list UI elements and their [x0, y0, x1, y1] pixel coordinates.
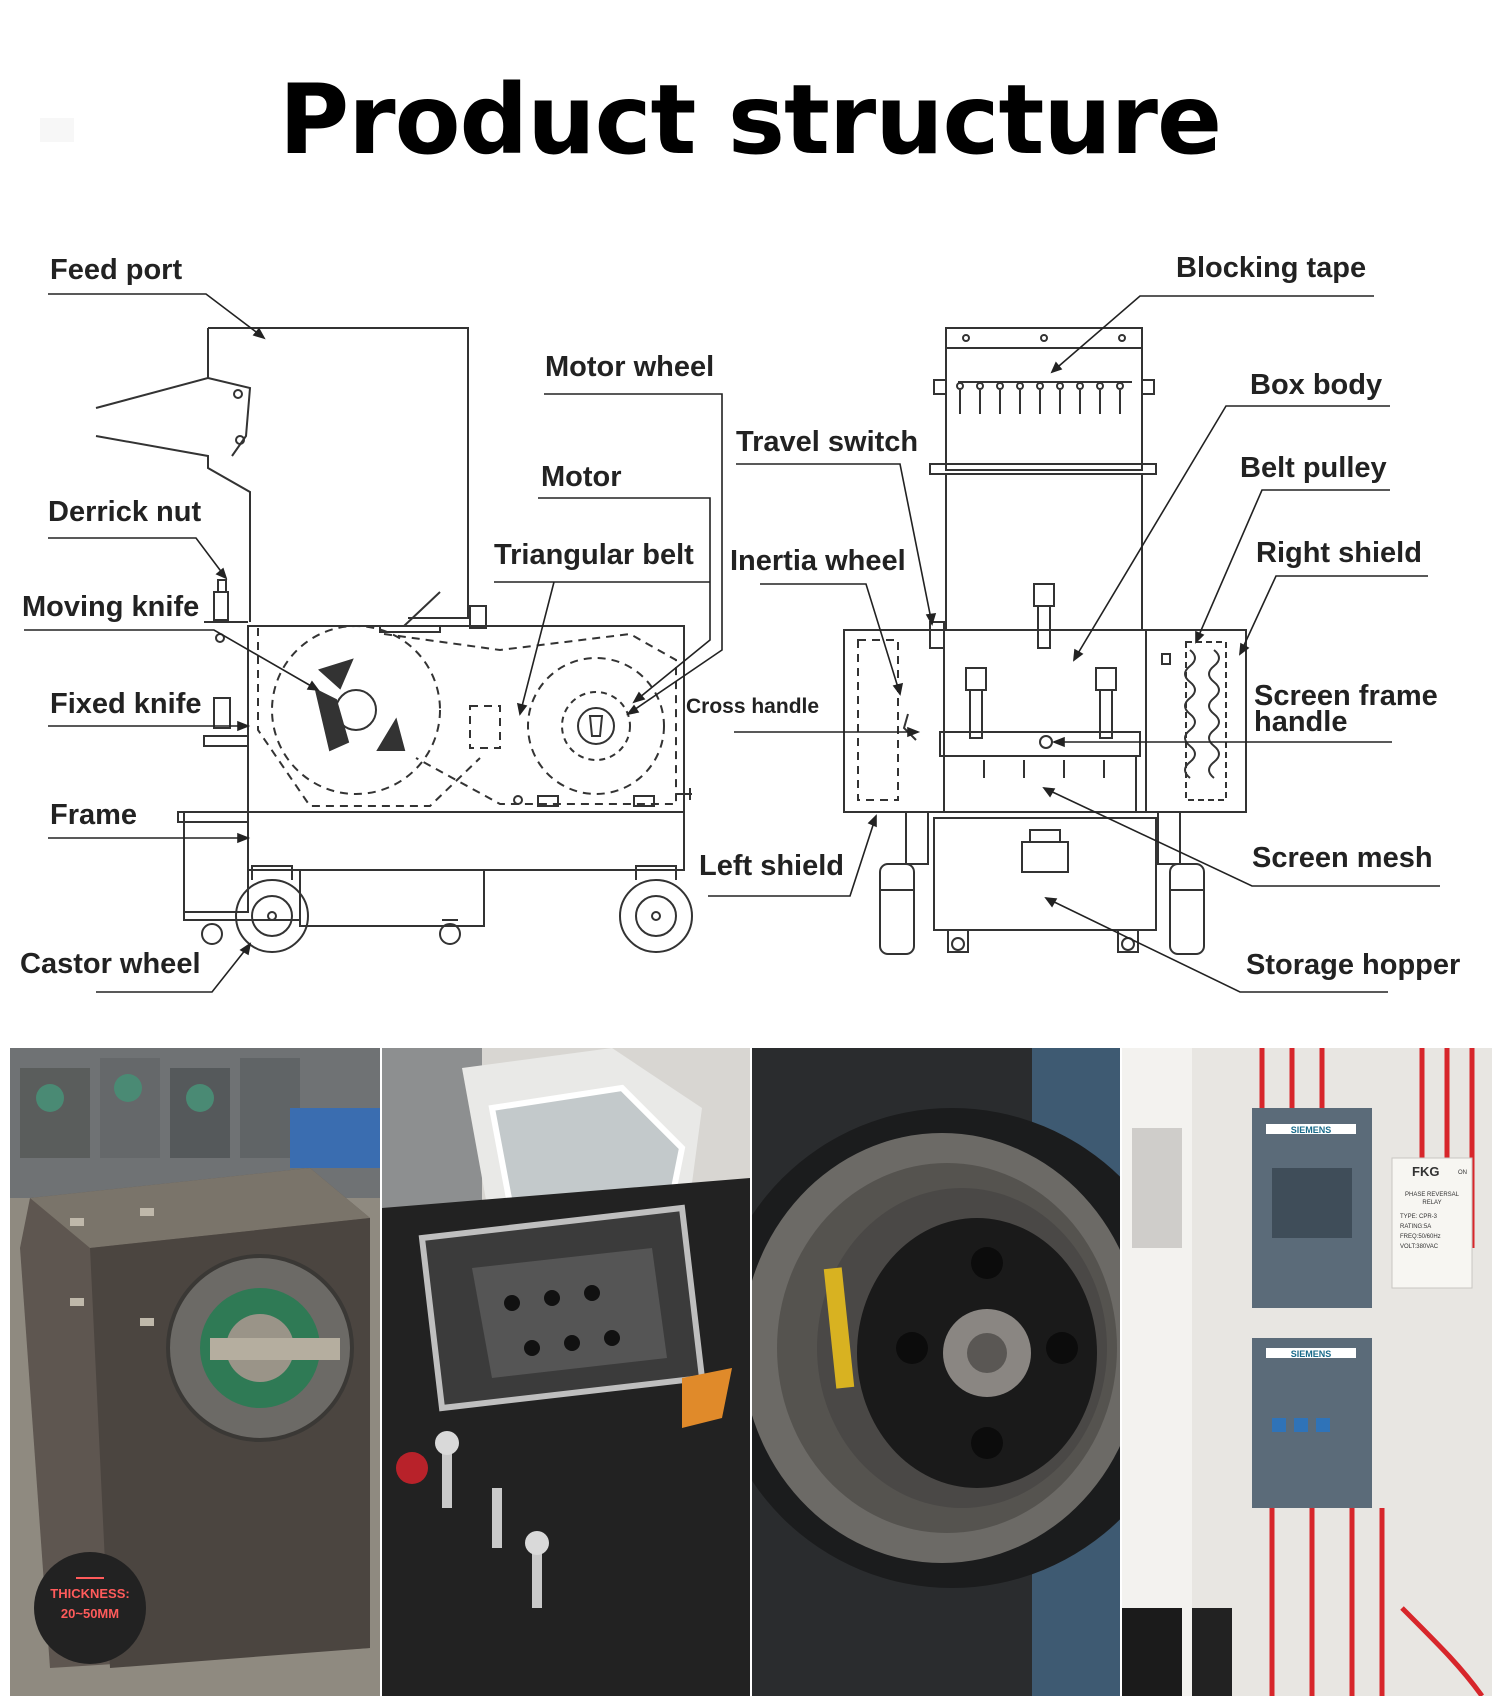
siemens-brand-1: SIEMENS	[1291, 1125, 1332, 1135]
photo-steel-box: THICKNESS: 20~50MM	[10, 1048, 380, 1696]
label-screen-frame-handle-line1: Screen frame	[1254, 680, 1438, 712]
front-view-machine	[843, 327, 1247, 955]
label-castor-wheel: Castor wheel	[20, 948, 201, 980]
fkg-brand: FKG	[1412, 1164, 1439, 1179]
relay-volt: VOLT:380VAC	[1400, 1244, 1439, 1250]
label-frame: Frame	[50, 799, 138, 831]
label-left-shield: Left shield	[699, 850, 845, 882]
label-triangular-belt: Triangular belt	[494, 539, 694, 571]
label-travel-switch: Travel switch	[736, 426, 919, 458]
label-moving-knife: Moving knife	[22, 591, 200, 623]
relay-rating: RATING:5A	[1400, 1224, 1431, 1230]
photo-crusher-chamber	[382, 1048, 750, 1696]
relay-title-1: PHASE REVERSAL	[1405, 1192, 1460, 1198]
relay-freq: FREQ:50/60Hz	[1400, 1234, 1441, 1240]
label-derrick-nut: Derrick nut	[48, 496, 202, 528]
label-fixed-knife: Fixed knife	[50, 688, 202, 720]
label-blocking-tape: Blocking tape	[1176, 252, 1367, 284]
label-inertia-wheel: Inertia wheel	[730, 545, 906, 577]
relay-on: ON	[1458, 1170, 1467, 1176]
siemens-brand-2: SIEMENS	[1291, 1349, 1332, 1359]
label-storage-hopper: Storage hopper	[1246, 949, 1461, 981]
relay-title-2: RELAY	[1422, 1200, 1441, 1206]
thickness-label: THICKNESS:	[50, 1586, 129, 1601]
page-title: Product structure	[278, 64, 1222, 176]
label-right-shield: Right shield	[1256, 537, 1422, 569]
corner-mark	[40, 118, 74, 142]
label-feed-port: Feed port	[50, 254, 183, 286]
photo-belt-pulley	[752, 1048, 1120, 1696]
label-motor-wheel: Motor wheel	[545, 351, 715, 383]
thickness-value: 20~50MM	[61, 1606, 119, 1621]
structure-diagram: Feed port Derrick nut Moving knife Fixed…	[0, 230, 1500, 1020]
photo-strip: THICKNESS: 20~50MM	[10, 1048, 1492, 1696]
label-box-body: Box body	[1250, 369, 1383, 401]
relay-type: TYPE: CPR-3	[1400, 1214, 1438, 1220]
photo-electrical-panel: SIEMENS SIEMENS FKG ON PHASE REVERSAL RE…	[1122, 1048, 1492, 1696]
label-screen-mesh: Screen mesh	[1252, 842, 1433, 874]
label-motor: Motor	[541, 461, 622, 493]
side-view-machine	[95, 327, 693, 953]
label-belt-pulley: Belt pulley	[1240, 452, 1387, 484]
label-screen-frame-handle-line2: handle	[1254, 706, 1348, 738]
label-cross-handle: Cross handle	[686, 695, 820, 718]
